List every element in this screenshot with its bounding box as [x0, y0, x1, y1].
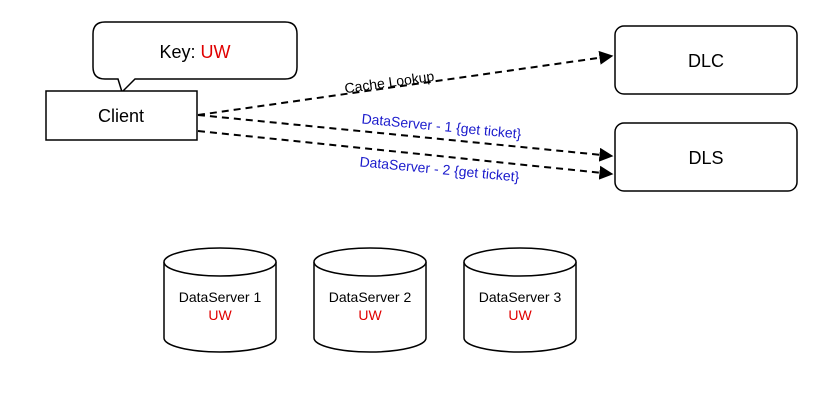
edge-cache-lookup: [197, 50, 614, 116]
callout-key-label: Key:: [159, 42, 200, 62]
key-callout: Key: UW: [92, 21, 298, 94]
cylinder-body: [463, 262, 577, 353]
cylinder-top: [313, 247, 427, 277]
dls-box: [614, 122, 798, 192]
dlc-box: [614, 25, 798, 95]
edge-label-dataserver-1: DataServer - 1 {get ticket}: [361, 110, 522, 141]
dataserver-2-node: DataServer 2 UW: [313, 247, 427, 353]
cylinder-body: [313, 262, 427, 353]
cylinder-body: [163, 262, 277, 353]
client-box: [45, 90, 198, 141]
dataserver-3-node: DataServer 3 UW: [463, 247, 577, 353]
dataserver-key: UW: [358, 307, 382, 323]
cylinder-top: [163, 247, 277, 277]
edge-label-cache-lookup: Cache Lookup: [343, 68, 435, 96]
dataserver-key: UW: [208, 307, 232, 323]
dls-label: DLS: [688, 148, 723, 168]
client-label: Client: [98, 106, 144, 126]
callout-bubble: [92, 21, 298, 94]
dataserver-name: DataServer 3: [479, 289, 562, 305]
callout-text: Key: UW: [159, 42, 230, 62]
cylinder-top: [463, 247, 577, 277]
dataserver-key: UW: [508, 307, 532, 323]
client-node: Client: [45, 90, 198, 141]
dataserver-name: DataServer 2: [329, 289, 412, 305]
dls-node: DLS: [614, 122, 798, 192]
dataserver-name: DataServer 1: [179, 289, 262, 305]
dlc-label: DLC: [688, 51, 724, 71]
edge-label-dataserver-2: DataServer - 2 {get ticket}: [359, 153, 520, 184]
dataserver-1-node: DataServer 1 UW: [163, 247, 277, 353]
edge-dataserver-2: [197, 130, 614, 180]
dlc-node: DLC: [614, 25, 798, 95]
callout-key-value: UW: [201, 42, 231, 62]
edge-dataserver-1: [197, 114, 614, 162]
